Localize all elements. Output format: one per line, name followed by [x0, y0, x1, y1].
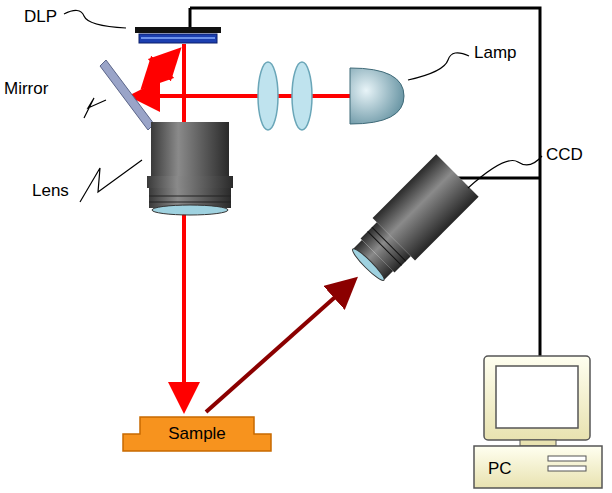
lamp — [350, 68, 404, 124]
leader-line — [64, 10, 126, 28]
condenser-lens — [292, 62, 312, 130]
leader-line — [80, 160, 142, 202]
control-wire — [189, 8, 192, 28]
control-wire — [190, 8, 540, 356]
leader-line — [468, 156, 542, 188]
projection-lens — [147, 122, 233, 215]
reflected-beam — [206, 282, 352, 412]
node-text: Sample — [122, 425, 272, 444]
light-beam — [182, 214, 186, 406]
dlp-mirror-array — [139, 34, 217, 43]
ccd-camera — [344, 154, 478, 288]
condenser-lens — [258, 62, 278, 130]
part-label: Lens — [32, 182, 69, 201]
control-wire — [452, 177, 540, 180]
dlp-chip — [135, 27, 221, 33]
light-beam — [182, 44, 186, 124]
part-label: DLP — [24, 8, 57, 27]
leader-line — [408, 53, 469, 80]
light-beam — [146, 53, 176, 84]
sample-block: Sample — [122, 416, 272, 452]
light-beam — [136, 94, 350, 98]
part-label: PC — [488, 460, 512, 479]
part-label: CCD — [546, 146, 583, 165]
part-label: Lamp — [474, 44, 517, 63]
leader-line — [84, 98, 106, 118]
computer — [474, 356, 602, 488]
part-label: Mirror — [4, 80, 48, 99]
mirror — [100, 60, 154, 130]
